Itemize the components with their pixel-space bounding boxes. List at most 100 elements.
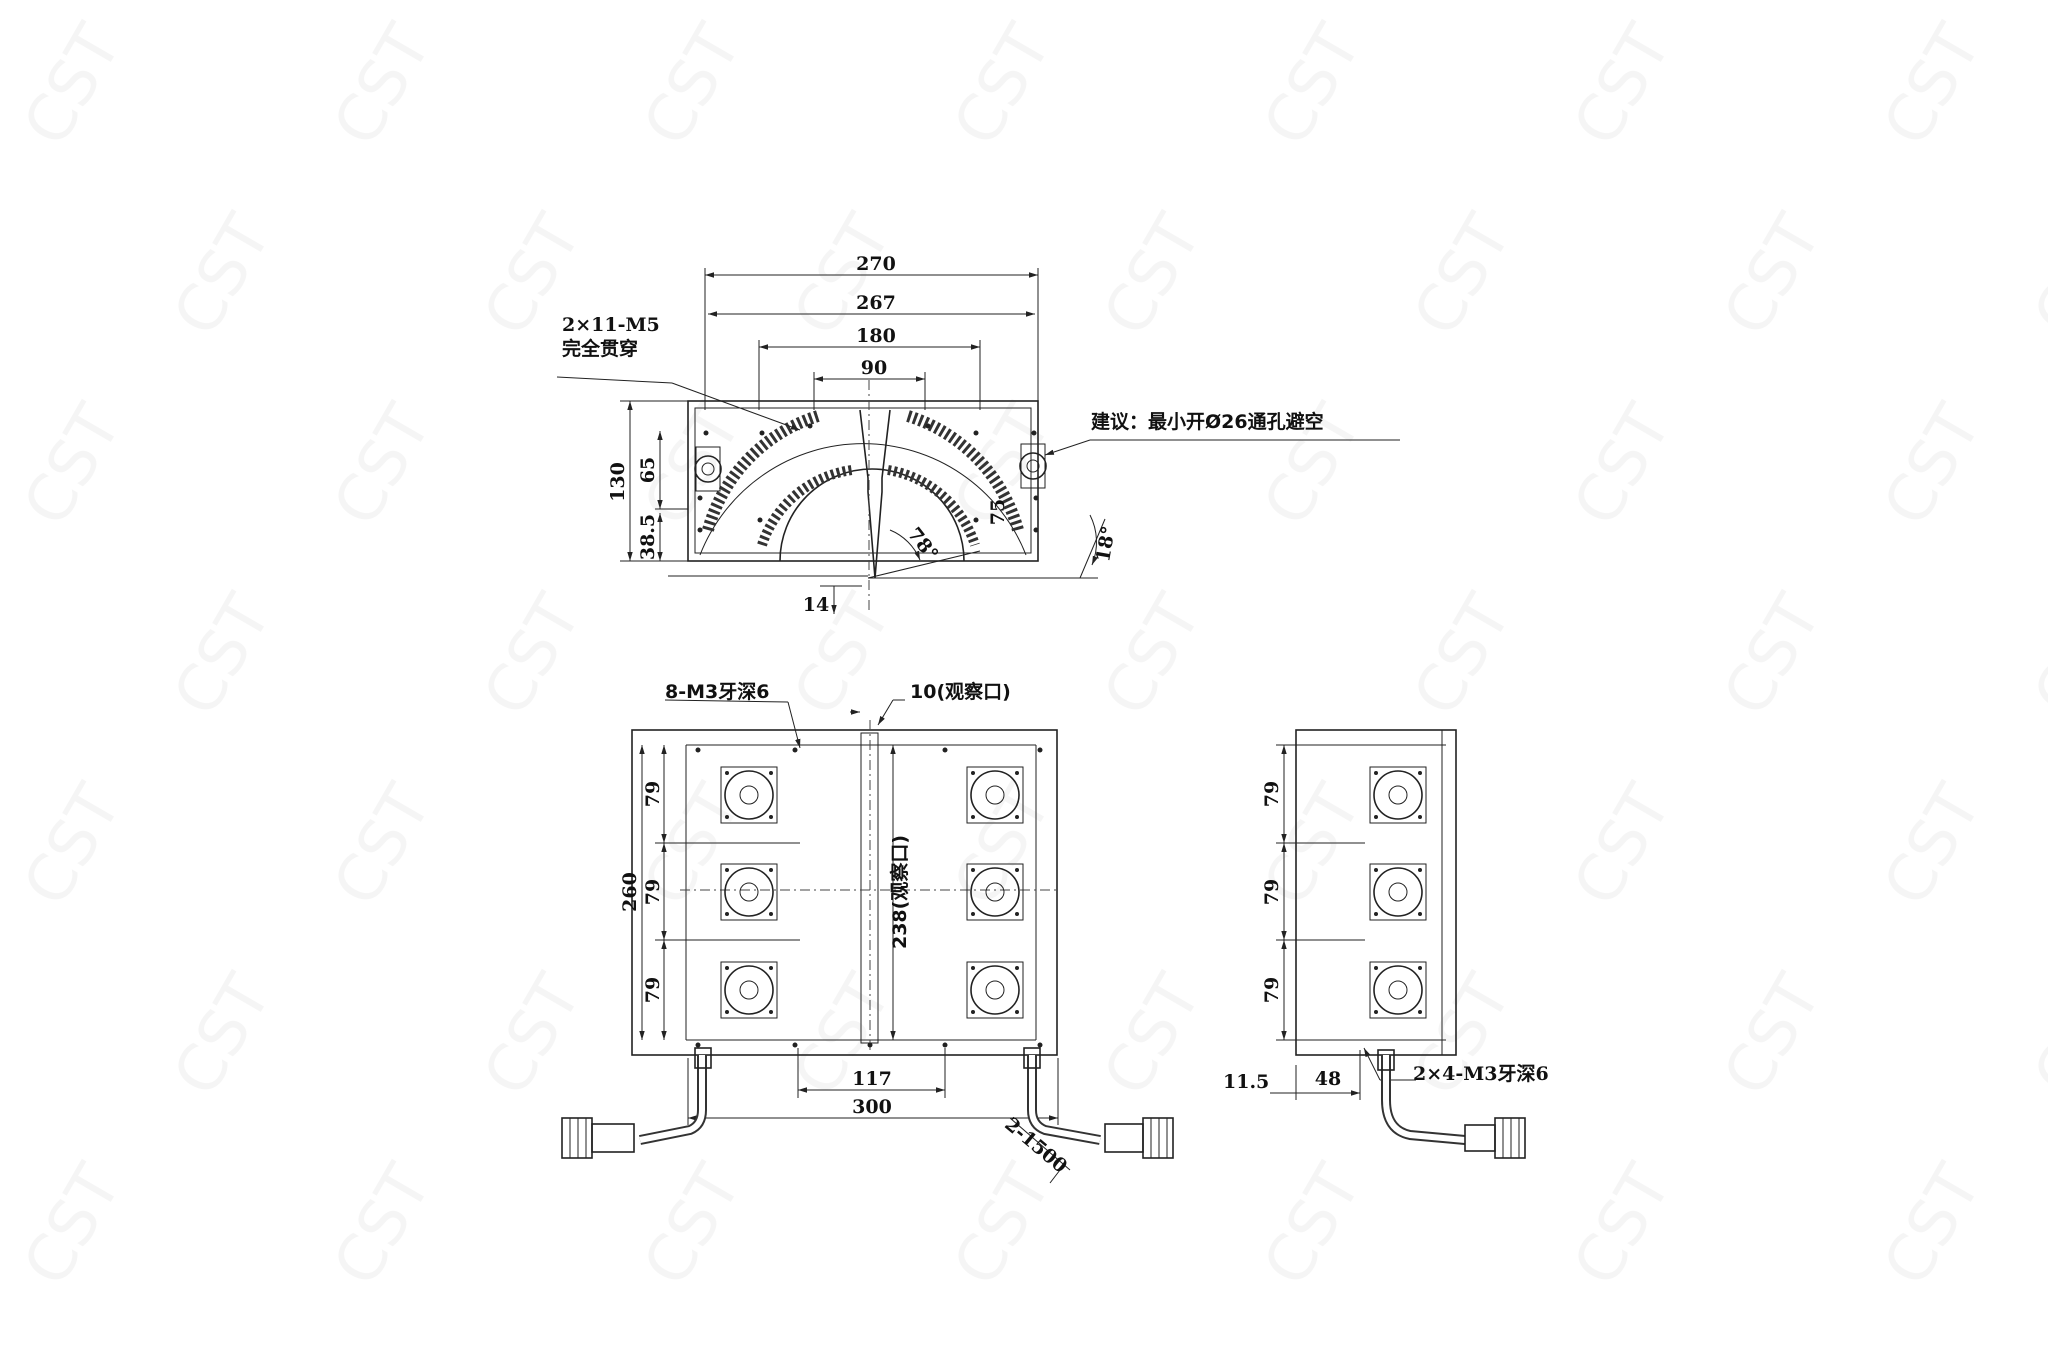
watermark-text: CST [1400, 202, 1527, 348]
watermark-text: CST [1870, 12, 1997, 158]
watermark-text: CST [1400, 582, 1527, 728]
left-connector-icon [694, 446, 722, 492]
dim-angle-18: 18° [1092, 524, 1120, 563]
watermark-text: CST [1560, 1152, 1687, 1298]
left-outer-rail [702, 410, 820, 532]
watermark-text: CST [2020, 582, 2048, 728]
watermark-text: CST [10, 772, 137, 918]
dim-130: 130 [607, 462, 629, 502]
side-motor-pads [1369, 766, 1427, 1019]
side-pad-2 [1369, 863, 1427, 921]
top-left-pad-2 [720, 863, 778, 921]
watermark-text: CST [10, 392, 137, 538]
front-outer-arc-guide [699, 443, 1027, 556]
side-housing-outline [1295, 729, 1457, 1056]
watermark-text: CST [2020, 962, 2048, 1108]
watermark-text: CST [1400, 962, 1527, 1108]
left-cable-connector [561, 1047, 712, 1159]
side-cable-connector [1377, 1049, 1526, 1159]
watermark-text: CST [1710, 962, 1837, 1108]
front-mount-holes [697, 423, 1039, 533]
front-view: 270 267 180 90 130 65 38.5 75 14 78° 18°… [556, 253, 1400, 616]
front-housing-inner [694, 407, 1032, 554]
top-thread-holes [695, 747, 1043, 1048]
top-housing-outline [631, 729, 1058, 1056]
dim-300: 300 [852, 1096, 892, 1118]
watermark-text: CST [320, 1152, 447, 1298]
dim-11-5: 11.5 [1223, 1071, 1269, 1093]
top-view: 8-M3牙深6 10(观察口) 260 79 79 79 238(观察口) 11… [561, 680, 1174, 1184]
note-holes-line2: 完全贯穿 [562, 337, 638, 360]
watermark-text: CST [1870, 1152, 1997, 1298]
watermark-text: CST [1560, 12, 1687, 158]
left-inner-rail [757, 465, 853, 547]
dim-side-79-a: 79 [1261, 781, 1283, 807]
front-housing-outline [687, 400, 1039, 562]
watermark-text: CST [320, 772, 447, 918]
watermark-text: CST [1250, 1152, 1377, 1298]
watermark-text: CST [470, 582, 597, 728]
dim-117: 117 [852, 1068, 892, 1090]
watermark-text: CST [1560, 392, 1687, 538]
watermark-text: CST [630, 12, 757, 158]
watermark-text: CST [630, 1152, 757, 1298]
side-view: 79 79 79 11.5 48 2×4-M3牙深6 [1223, 729, 1549, 1159]
dim-270: 270 [856, 253, 896, 275]
watermark-text: CST [940, 1152, 1067, 1298]
watermark-text: CST [1090, 202, 1217, 348]
dim-angle-78: 78° [903, 523, 942, 565]
watermark-text: CST [320, 392, 447, 538]
note-top-window: 10(观察口) [910, 680, 1011, 703]
watermark-text: CST [1560, 772, 1687, 918]
dim-238-window: 238(观察口) [888, 835, 911, 949]
watermark-text: CST [2020, 202, 2048, 348]
note-clearance: 建议：最小开Ø26通孔避空 [1091, 410, 1324, 433]
watermark-text: CST [1250, 12, 1377, 158]
top-right-pad-3 [966, 961, 1024, 1019]
watermark-text: CST [1090, 582, 1217, 728]
top-right-pad-2 [966, 863, 1024, 921]
watermark-text: CST [1090, 962, 1217, 1108]
right-cable-connector [1023, 1047, 1174, 1159]
dim-14: 14 [803, 594, 829, 616]
dim-side-79-c: 79 [1261, 977, 1283, 1003]
right-plug-icon [1104, 1123, 1144, 1153]
left-plug-icon [591, 1123, 635, 1153]
watermark-text: CST [470, 962, 597, 1108]
watermark-text: CST [160, 962, 287, 1108]
note-side-threads: 2×4-M3牙深6 [1413, 1062, 1549, 1085]
watermark-text: CST [1870, 772, 1997, 918]
dim-48: 48 [1315, 1068, 1341, 1090]
dim-75: 75 [987, 499, 1009, 525]
dim-top-79-c: 79 [642, 977, 664, 1003]
dim-38-5: 38.5 [637, 514, 659, 560]
right-outer-rail [906, 410, 1024, 532]
note-holes-line1: 2×11-M5 [562, 314, 660, 336]
watermark-text: CST [160, 202, 287, 348]
right-inner-rail [887, 465, 980, 547]
watermark-text: CST [1710, 582, 1837, 728]
side-plug-icon [1464, 1124, 1496, 1152]
watermark-text: CST [940, 12, 1067, 158]
dim-267: 267 [856, 292, 896, 314]
top-right-pad-1 [966, 766, 1024, 824]
dim-65: 65 [637, 457, 659, 483]
dim-top-79-a: 79 [642, 781, 664, 807]
top-left-pad-1 [720, 766, 778, 824]
dim-180: 180 [856, 325, 896, 347]
watermark-text: CST [1870, 392, 1997, 538]
note-top-threads: 8-M3牙深6 [665, 680, 769, 703]
side-pad-3 [1369, 961, 1427, 1019]
watermark-text: CST [160, 582, 287, 728]
watermark-text: CST [320, 12, 447, 158]
front-inner-arc [779, 468, 965, 562]
top-left-pad-3 [720, 961, 778, 1019]
dim-90: 90 [861, 357, 887, 379]
dim-side-79-b: 79 [1261, 879, 1283, 905]
side-pad-1 [1369, 766, 1427, 824]
watermark-text: CST [10, 12, 137, 158]
watermark-text: CST [1710, 202, 1837, 348]
watermark-text: CST [10, 1152, 137, 1298]
dim-top-79-b: 79 [642, 879, 664, 905]
